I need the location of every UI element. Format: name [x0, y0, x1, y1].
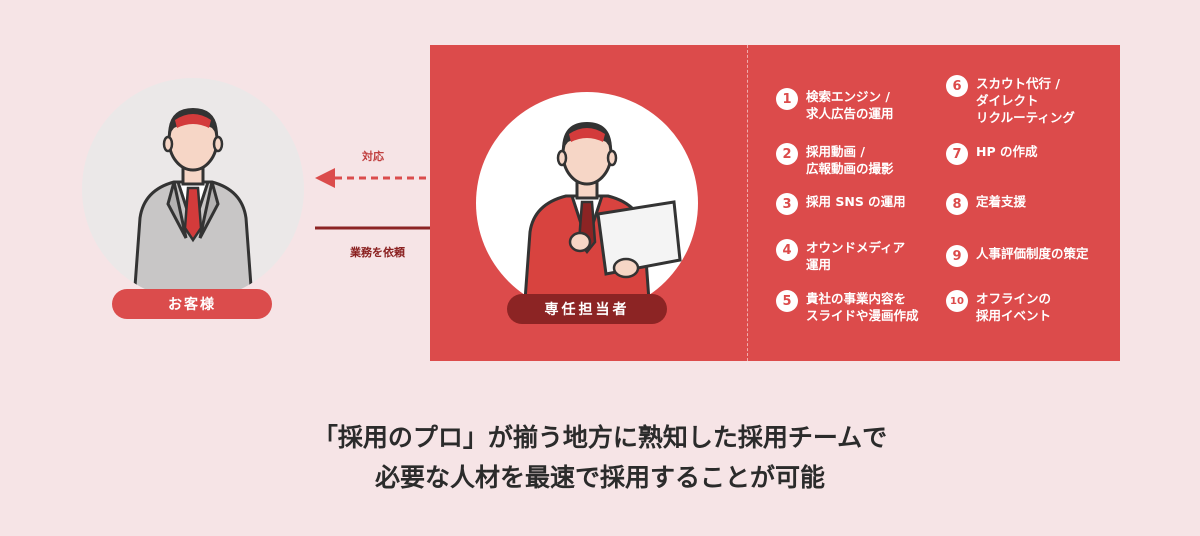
service-item-6: 6 スカウト代行 / ダイレクト リクルーティング: [946, 75, 1075, 126]
service-text: 定着支援: [976, 194, 1027, 209]
service-item-9: 9 人事評価制度の策定: [946, 245, 1089, 267]
staff-with-laptop-icon: [522, 122, 682, 314]
service-number-badge: 5: [776, 290, 798, 312]
tagline-line2: 必要な人材を最速で採用することが可能: [374, 463, 825, 492]
service-text: HP の作成: [976, 144, 1038, 159]
staff-label: 専任担当者: [507, 294, 667, 324]
staff-illustration: [476, 92, 698, 314]
response-label: 対応: [362, 150, 384, 163]
service-number-badge: 8: [946, 193, 968, 215]
businessman-icon: [132, 108, 254, 300]
service-item-8: 8 定着支援: [946, 193, 1026, 215]
service-item-5: 5 貴社の事業内容を スライドや漫画作成: [776, 290, 919, 324]
service-number-badge: 4: [776, 239, 798, 261]
customer-illustration: [82, 78, 304, 300]
panel-divider: [747, 45, 748, 361]
service-number-badge: 10: [946, 290, 968, 312]
service-text: 検索エンジン / 求人広告の運用: [806, 89, 894, 121]
service-number-badge: 2: [776, 143, 798, 165]
service-number-badge: 9: [946, 245, 968, 267]
service-number-badge: 1: [776, 88, 798, 110]
service-text: 貴社の事業内容を スライドや漫画作成: [806, 291, 919, 323]
service-text: スカウト代行 / ダイレクト リクルーティング: [976, 76, 1075, 125]
service-text: 採用 SNS の運用: [806, 194, 906, 209]
service-item-3: 3 採用 SNS の運用: [776, 193, 906, 215]
service-number-badge: 3: [776, 193, 798, 215]
service-text: 人事評価制度の策定: [976, 246, 1089, 261]
customer-label: お客様: [112, 289, 272, 319]
service-item-1: 1 検索エンジン / 求人広告の運用: [776, 88, 894, 122]
response-arrow: [315, 168, 431, 188]
service-number-badge: 6: [946, 75, 968, 97]
service-number-badge: 7: [946, 143, 968, 165]
tagline-line1: 「採用のプロ」が揃う地方に熟知した採用チームで: [312, 423, 888, 452]
service-item-10: 10 オフラインの 採用イベント: [946, 290, 1051, 324]
tagline: 「採用のプロ」が揃う地方に熟知した採用チームで 必要な人材を最速で採用することが…: [0, 418, 1200, 498]
request-label: 業務を依頼: [350, 246, 405, 259]
service-text: オウンドメディア 運用: [806, 240, 906, 272]
service-text: 採用動画 / 広報動画の撮影: [806, 144, 894, 176]
service-text: オフラインの 採用イベント: [976, 291, 1052, 323]
service-item-4: 4 オウンドメディア 運用: [776, 239, 905, 273]
service-item-2: 2 採用動画 / 広報動画の撮影: [776, 143, 894, 177]
service-item-7: 7 HP の作成: [946, 143, 1037, 165]
